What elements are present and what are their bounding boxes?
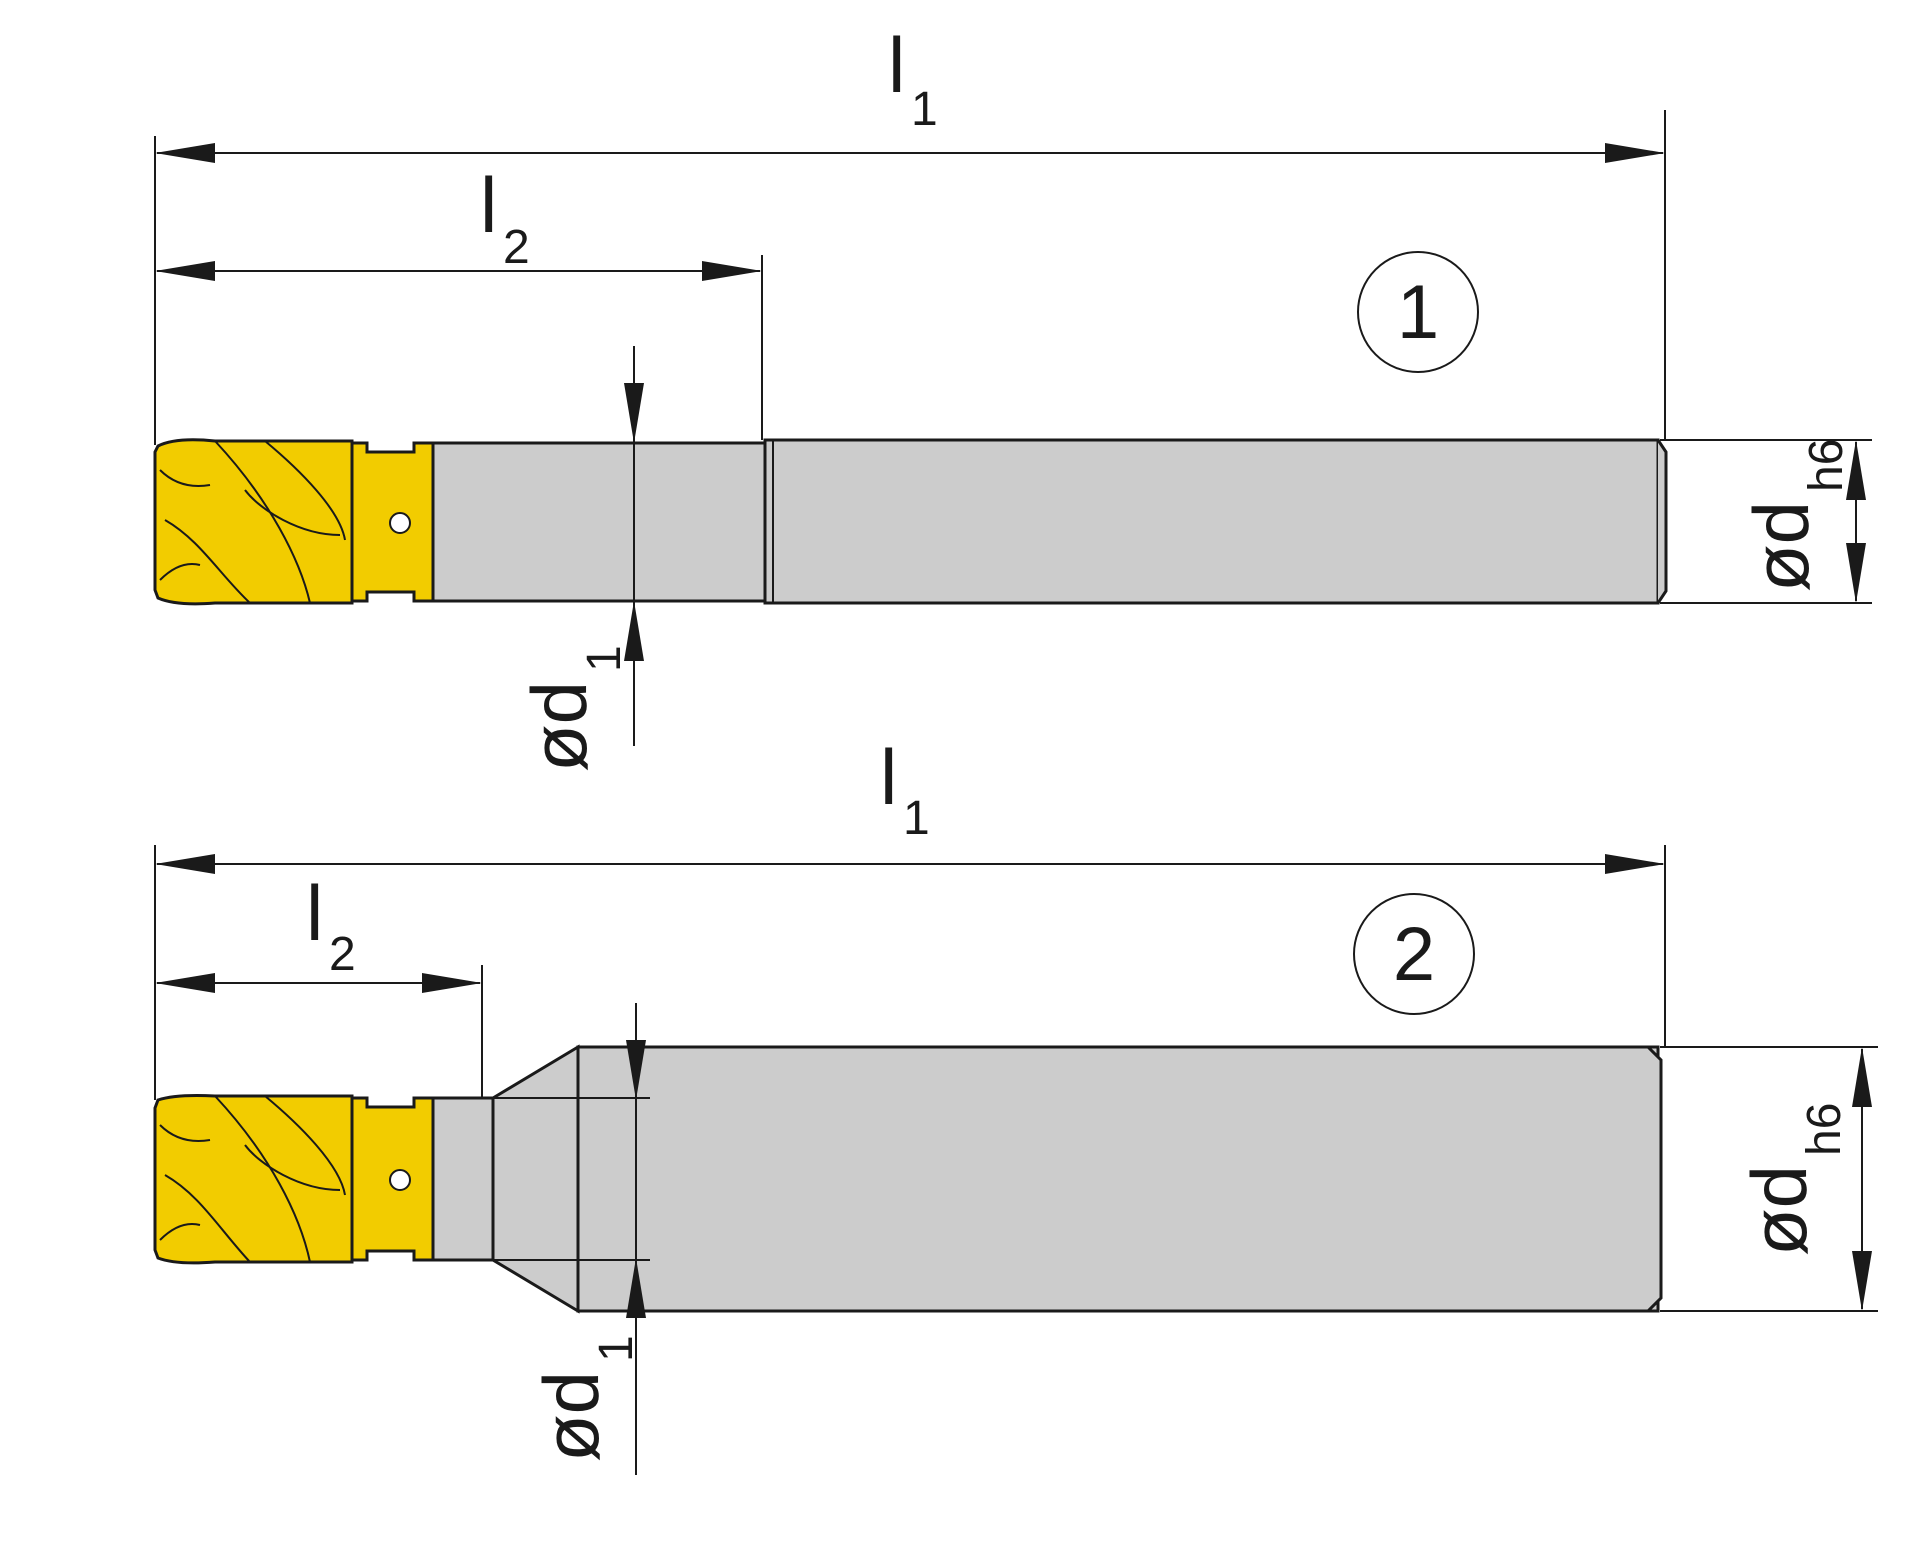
callout-number: 1 xyxy=(1397,270,1439,355)
label-dh6-group: ød h6 xyxy=(1735,1103,1851,1256)
label-dh6: ød xyxy=(1735,1165,1823,1256)
label-dh6-subscript: h6 xyxy=(1800,439,1853,492)
neck xyxy=(431,1096,495,1262)
cutting-head xyxy=(153,438,354,606)
label-l1: l xyxy=(888,21,905,109)
flute-line xyxy=(159,563,201,581)
label-l1-subscript: 1 xyxy=(903,792,930,845)
connector-hole xyxy=(389,512,411,534)
flute-line xyxy=(159,1223,201,1241)
flute-line xyxy=(164,1174,251,1263)
label-l2: l xyxy=(306,869,323,957)
label-d1: ød xyxy=(527,1371,615,1462)
flute-line xyxy=(214,440,311,604)
flute-line xyxy=(264,1095,346,1196)
label-l1-subscript: 1 xyxy=(911,83,938,136)
shank xyxy=(576,1045,1660,1313)
label-l2-subscript: 2 xyxy=(329,928,356,981)
flute-line xyxy=(244,489,341,536)
label-dh6-subscript: h6 xyxy=(1798,1103,1851,1156)
callout-circle xyxy=(1357,251,1479,373)
label-d1-subscript: 1 xyxy=(578,645,631,672)
taper xyxy=(491,1044,580,1314)
label-l1: l xyxy=(880,733,897,821)
callout-circle xyxy=(1353,893,1475,1015)
shank-chamfer xyxy=(1646,1045,1663,1313)
flute-line xyxy=(244,1144,341,1191)
label-l2: l xyxy=(480,161,497,249)
label-l2-subscript: 2 xyxy=(503,221,530,274)
neck xyxy=(431,441,767,603)
label-d1: ød xyxy=(515,681,603,772)
label-dh6: ød xyxy=(1737,501,1825,592)
shank xyxy=(763,438,1660,605)
cutting-head xyxy=(153,1094,354,1265)
shank-chamfer xyxy=(1656,439,1668,604)
connector-hole xyxy=(389,1169,411,1191)
flute-line xyxy=(214,1095,311,1263)
label-dh6-group: ød h6 xyxy=(1737,439,1853,592)
flute-line xyxy=(164,519,251,604)
label-d1-subscript: 1 xyxy=(590,1335,643,1362)
flute-line xyxy=(159,1124,211,1142)
variant-1: l 1 l 2 1 ød 1 ød h6 xyxy=(153,21,1872,772)
label-d1-group: ød 1 xyxy=(515,645,631,772)
flute-line xyxy=(159,469,211,487)
label-d1-group: ød 1 xyxy=(527,1335,643,1462)
flute-line xyxy=(264,440,346,541)
variant-2: l 1 l 2 2 ød 1 ød h6 xyxy=(153,733,1878,1475)
callout-number: 2 xyxy=(1393,912,1435,997)
